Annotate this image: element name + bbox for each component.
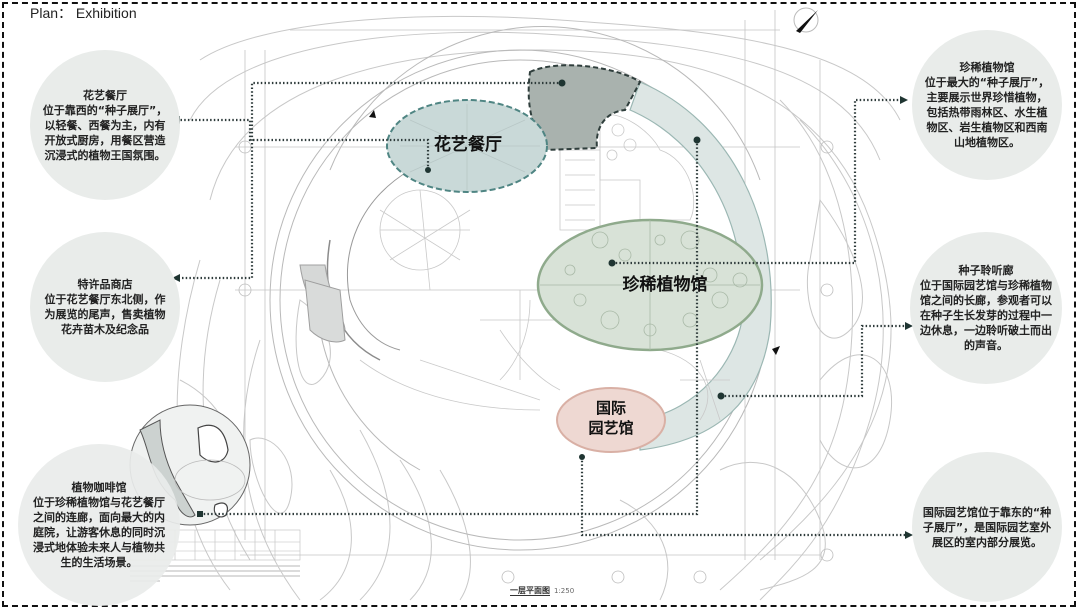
horticulture-zone-label: 国际 园艺馆 (588, 399, 634, 437)
restaurant-zone-label: 花艺餐厅 (434, 135, 502, 155)
callout-restaurant: 花艺餐厅位于靠西的“种子展厅”，以轻餐、西餐为主，内有开放式厨房，用餐区营造沉浸… (30, 50, 180, 200)
entrance-marker (772, 346, 780, 355)
leader-arrowheads (172, 96, 913, 539)
callout-rare-plants: 珍稀植物馆位于最大的“种子展厅”，主要展示世界珍惜植物，包括热带雨林区、水生植物… (912, 30, 1062, 180)
corridor-zone (629, 81, 772, 451)
page-title: Plan： Exhibition (30, 5, 137, 21)
callout-shop: 特许品商店位于花艺餐厅东北侧，作为展览的尾声，售卖植物花卉苗木及纪念品 (30, 232, 180, 382)
north-arrow-icon (793, 7, 819, 33)
plan-caption-title: 一层平面图 (510, 586, 550, 596)
leader-lines (180, 81, 905, 537)
callout-corridor: 种子聆听廊位于国际园艺馆与珍稀植物馆之间的长廊，参观者可以在种子生长发芽的过程中… (910, 232, 1062, 384)
plan-caption: 一层平面图 1:250 (510, 585, 574, 596)
plan-scale: 1:250 (554, 587, 575, 595)
callout-cafe: 植物咖啡馆位于珍稀植物馆与花艺餐厅之间的连廊，面向最大的内庭院，让游客休息的同时… (18, 444, 180, 606)
callout-horticulture: 国际园艺馆位于靠东的“种子展厅”，是国际园艺室外展区的室内部分展览。 (912, 452, 1062, 602)
rare-plants-zone-label: 珍稀植物馆 (622, 275, 708, 295)
leader-dots (197, 79, 725, 517)
grid-markers (238, 140, 834, 584)
building-rings (269, 26, 771, 551)
terrain-contours (176, 15, 901, 601)
horticulture-zone (556, 387, 666, 453)
